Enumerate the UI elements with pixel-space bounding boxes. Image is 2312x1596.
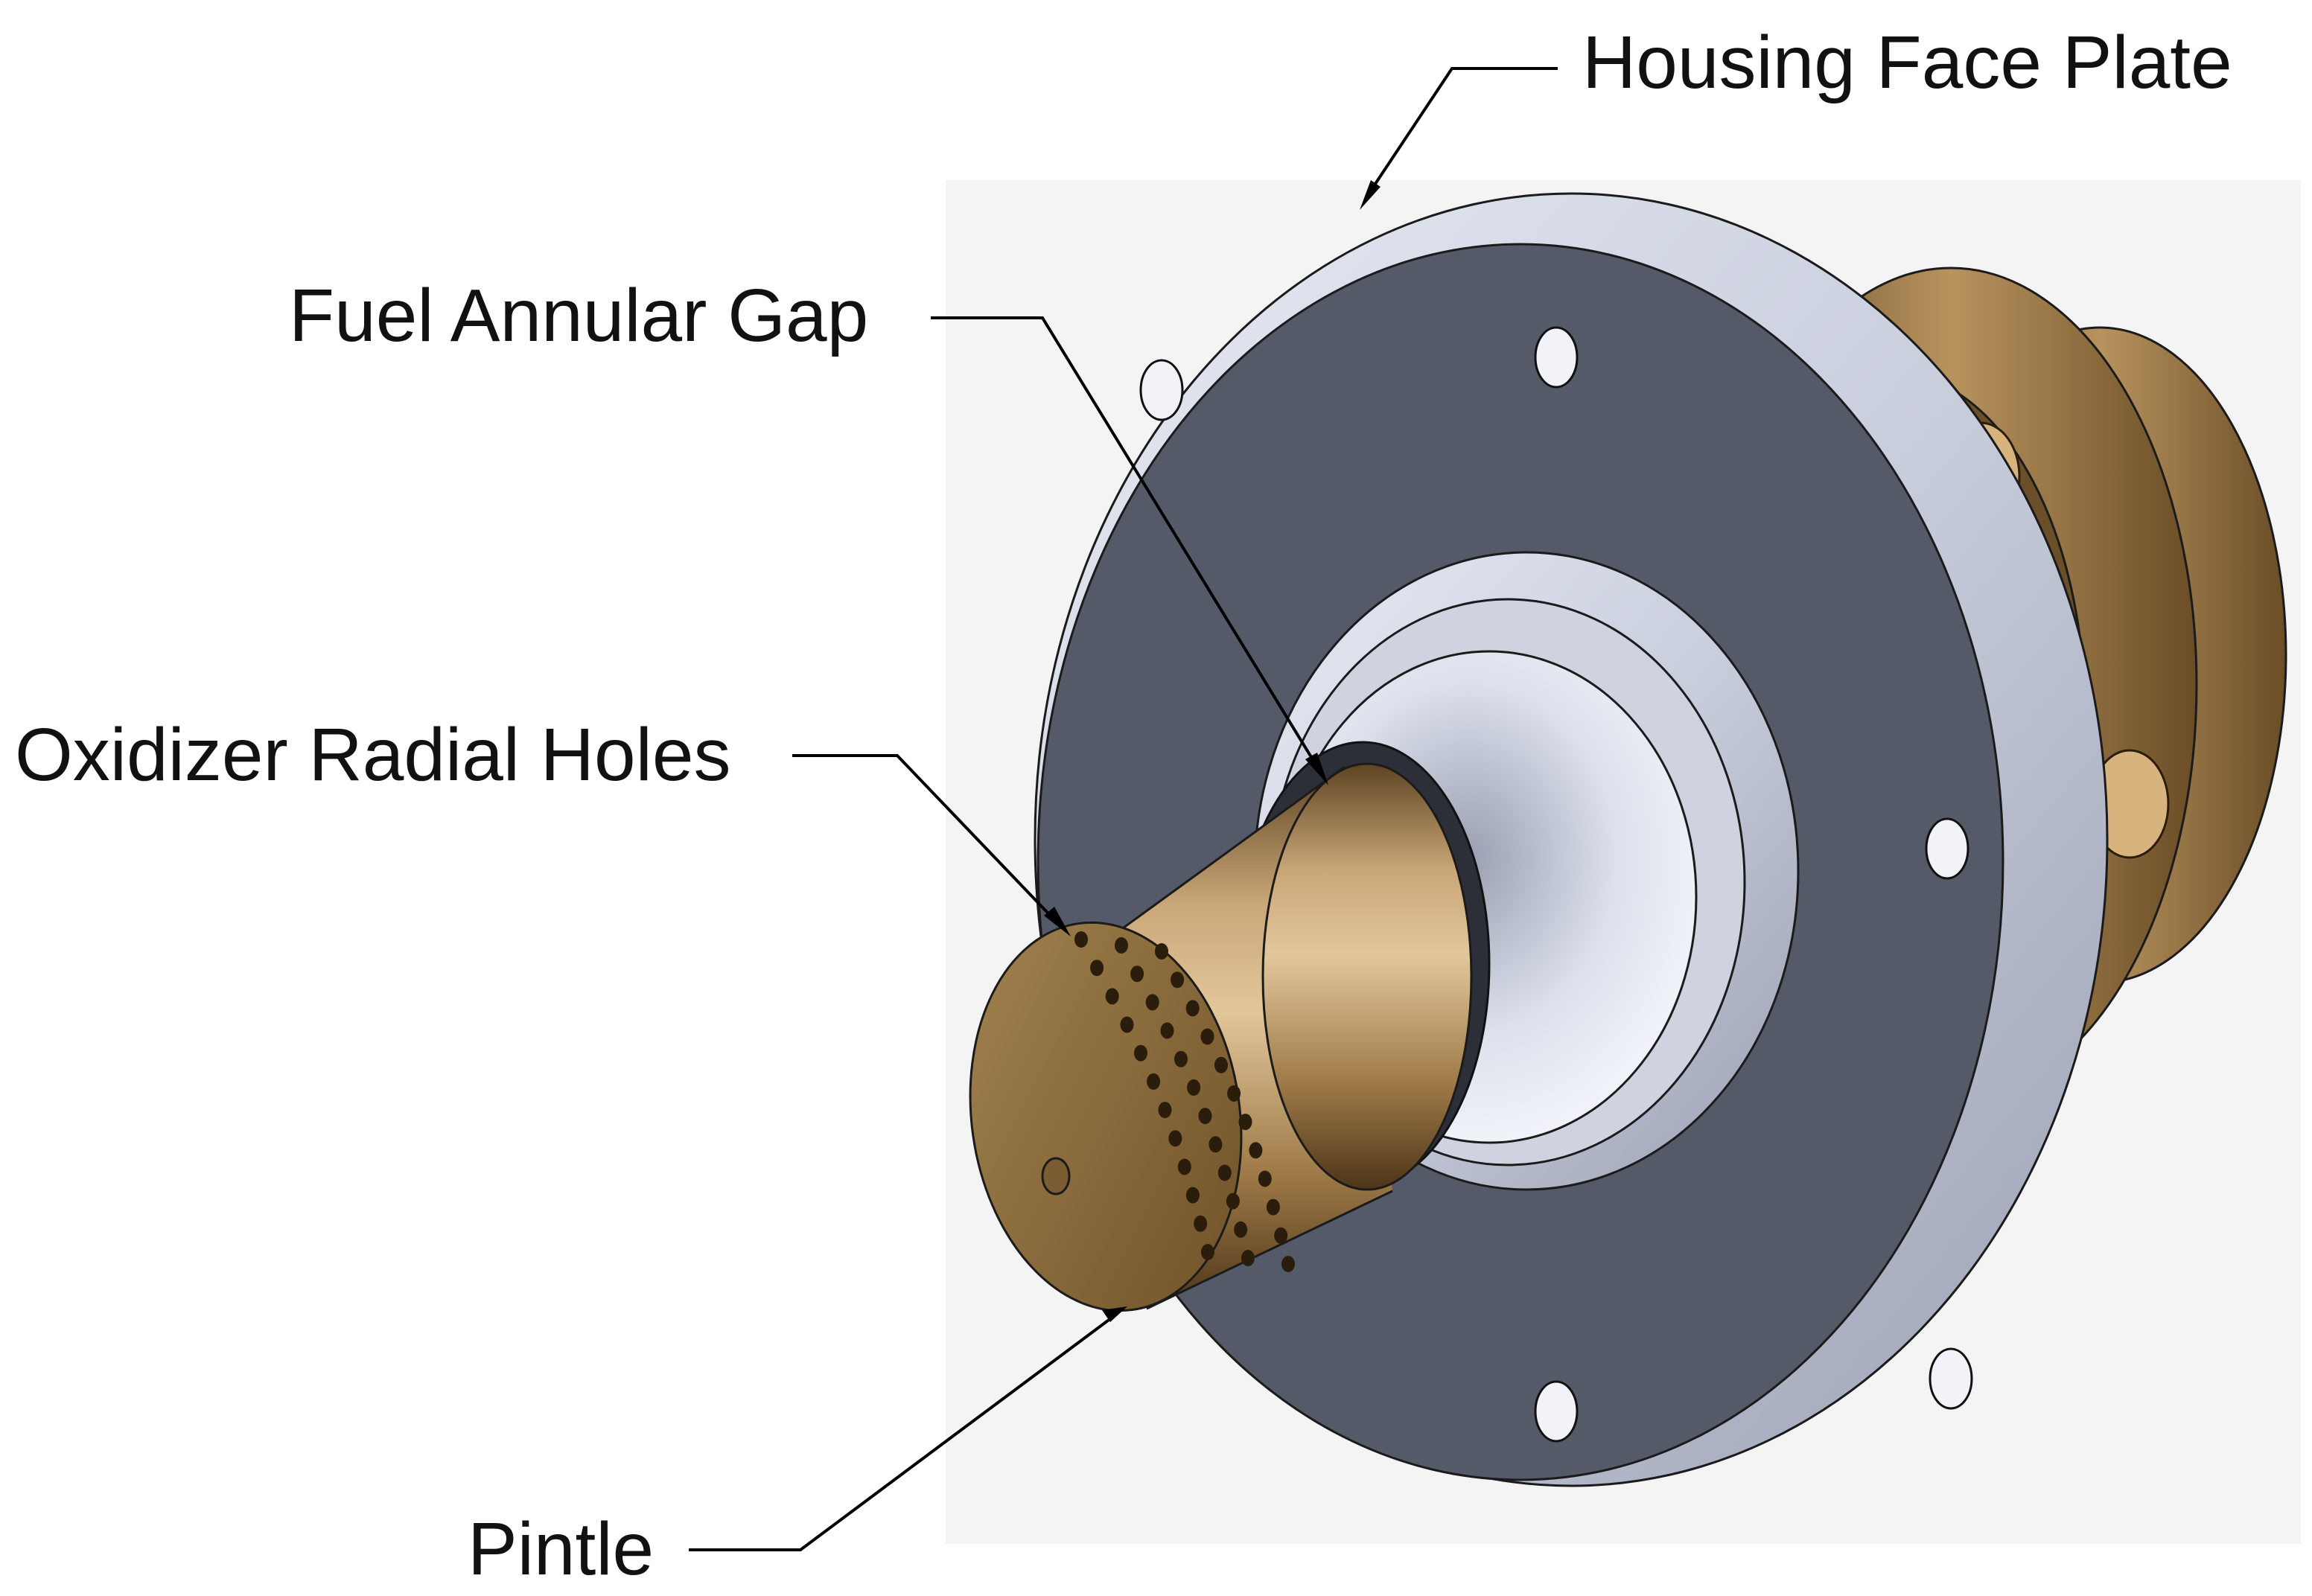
oxidizer-hole [1200,1028,1214,1045]
housing-face-plate [1034,192,2109,1487]
oxidizer-hole [1160,1022,1174,1039]
oxidizer-hole [1105,988,1119,1005]
oxidizer-hole [1090,960,1104,977]
oxidizer-hole [1217,1164,1232,1181]
leader-oxidizer-radial-holes [792,754,1063,928]
oxidizer-hole [1249,1142,1263,1159]
oxidizer-hole [1145,994,1159,1011]
bolt-hole [1534,326,1579,389]
bolt-hole [1139,359,1184,421]
label-fuel-annular-gap: Fuel Annular Gap [289,274,868,357]
oxidizer-hole [1174,1050,1188,1067]
oxidizer-hole [1227,1085,1241,1102]
oxidizer-hole [1185,1187,1200,1204]
oxidizer-hole [1155,943,1168,960]
oxidizer-hole [1147,1073,1161,1090]
bolt-hole [1925,817,1969,880]
oxidizer-hole [1115,937,1128,954]
oxidizer-hole [1274,1227,1288,1244]
label-oxidizer-radial-holes: Oxidizer Radial Holes [15,713,730,797]
oxidizer-hole [1214,1056,1228,1073]
oxidizer-hole [1185,1000,1200,1017]
oxidizer-hole [1120,1016,1134,1033]
oxidizer-hole [1177,1158,1191,1175]
oxidizer-hole [1158,1102,1172,1119]
arrowhead-oxidizer-radial-holes [1044,907,1071,936]
oxidizer-hole [1238,1114,1252,1131]
oxidizer-hole [1281,1256,1295,1272]
bolt-hole [1534,1380,1579,1443]
oxidizer-hole [1168,1130,1182,1147]
oxidizer-hole [1194,1215,1208,1232]
leader-lines [689,67,1558,1551]
oxidizer-hole [1208,1136,1223,1153]
label-pintle: Pintle [468,1507,654,1591]
oxidizer-hole [1130,965,1144,983]
oxidizer-hole [1266,1198,1280,1216]
leader-pintle [689,1312,1118,1551]
arrowhead-fuel-annular-gap [1305,753,1328,785]
arrowhead-pintle [1102,1306,1127,1322]
oxidizer-hole [1201,1244,1214,1260]
oxidizer-hole [1134,1044,1147,1062]
pintle-center-hole [1041,1157,1071,1196]
oxidizer-hole [1234,1221,1248,1238]
oxidizer-hole [1171,971,1185,989]
bolt-hole [1929,1347,1973,1410]
oxidizer-hole [1198,1108,1212,1125]
oxidizer-hole [1226,1193,1240,1210]
arrowhead-housing-face-plate [1360,180,1380,210]
leader-fuel-annular-gap [931,316,1323,776]
oxidizer-hole [1241,1250,1255,1266]
oxidizer-radial-holes [1074,931,1295,1272]
oxidizer-hole [1258,1170,1272,1187]
pintle [969,762,1473,1312]
oxidizer-hole [1074,931,1088,948]
label-housing-face-plate: Housing Face Plate [1582,21,2232,104]
oxidizer-hole [1187,1079,1201,1096]
leader-housing-face-plate [1365,67,1558,199]
